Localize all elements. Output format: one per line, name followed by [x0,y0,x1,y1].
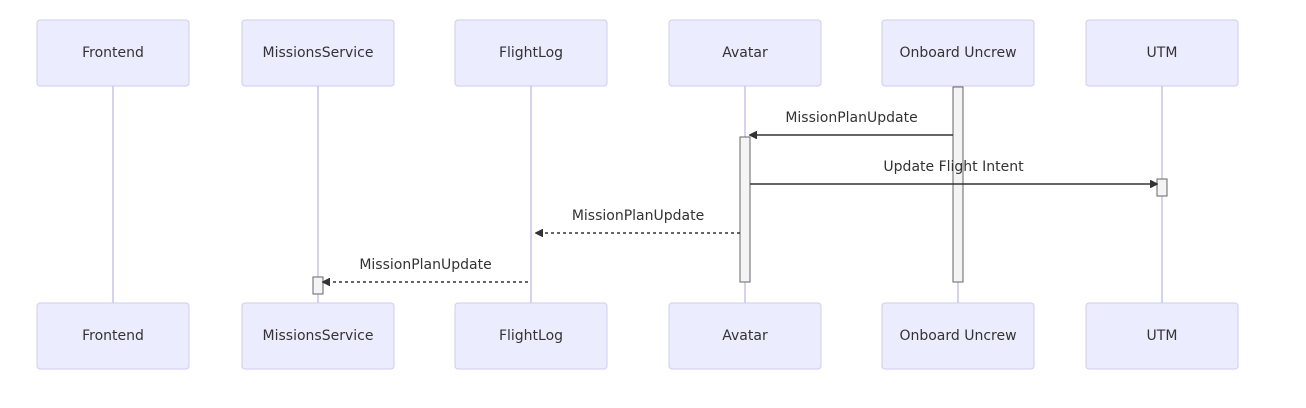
actor-missions-top[interactable]: MissionsService [241,19,395,87]
actor-onboard-top[interactable]: Onboard Uncrew [881,19,1035,87]
actor-label: Frontend [82,45,144,61]
actor-label: Avatar [722,328,768,344]
actor-box [454,302,608,370]
actor-box [881,302,1035,370]
activation-utm [1156,178,1168,197]
actor-frontend-top[interactable]: Frontend [36,19,190,87]
actor-box [454,19,608,87]
actor-box [881,19,1035,87]
actor-label: UTM [1147,328,1178,344]
message-label: Update Flight Intent [883,159,1024,175]
actor-label: Onboard Uncrew [899,328,1016,344]
message-label: MissionPlanUpdate [785,110,917,126]
actor-avatar-top[interactable]: Avatar [668,19,822,87]
actor-utm-bottom[interactable]: UTM [1085,302,1239,370]
message-4[interactable]: MissionPlanUpdate [323,257,528,282]
activation-avatar [739,136,751,283]
actor-box [1085,19,1239,87]
actor-label: FlightLog [499,328,563,344]
message-1[interactable]: MissionPlanUpdate [750,110,953,135]
actor-label: MissionsService [263,328,374,344]
actor-box [241,19,395,87]
actor-frontend-bottom[interactable]: Frontend [36,302,190,370]
message-2[interactable]: Update Flight Intent [750,159,1157,184]
actor-missions-bottom[interactable]: MissionsService [241,302,395,370]
message-label: MissionPlanUpdate [359,257,491,273]
actor-box [36,19,190,87]
actor-label: UTM [1147,45,1178,61]
actor-box [668,302,822,370]
actor-flightlog-top[interactable]: FlightLog [454,19,608,87]
actor-flightlog-bottom[interactable]: FlightLog [454,302,608,370]
actor-box [1085,302,1239,370]
actor-label: Frontend [82,328,144,344]
actor-label: Onboard Uncrew [899,45,1016,61]
actor-onboard-bottom[interactable]: Onboard Uncrew [881,302,1035,370]
actor-label: FlightLog [499,45,563,61]
actor-box [36,302,190,370]
actor-label: Avatar [722,45,768,61]
activation-missions [312,276,324,295]
actor-box [241,302,395,370]
actor-avatar-bottom[interactable]: Avatar [668,302,822,370]
actor-utm-top[interactable]: UTM [1085,19,1239,87]
actor-label: MissionsService [263,45,374,61]
message-3[interactable]: MissionPlanUpdate [536,208,740,233]
message-label: MissionPlanUpdate [572,208,704,224]
actor-box [668,19,822,87]
